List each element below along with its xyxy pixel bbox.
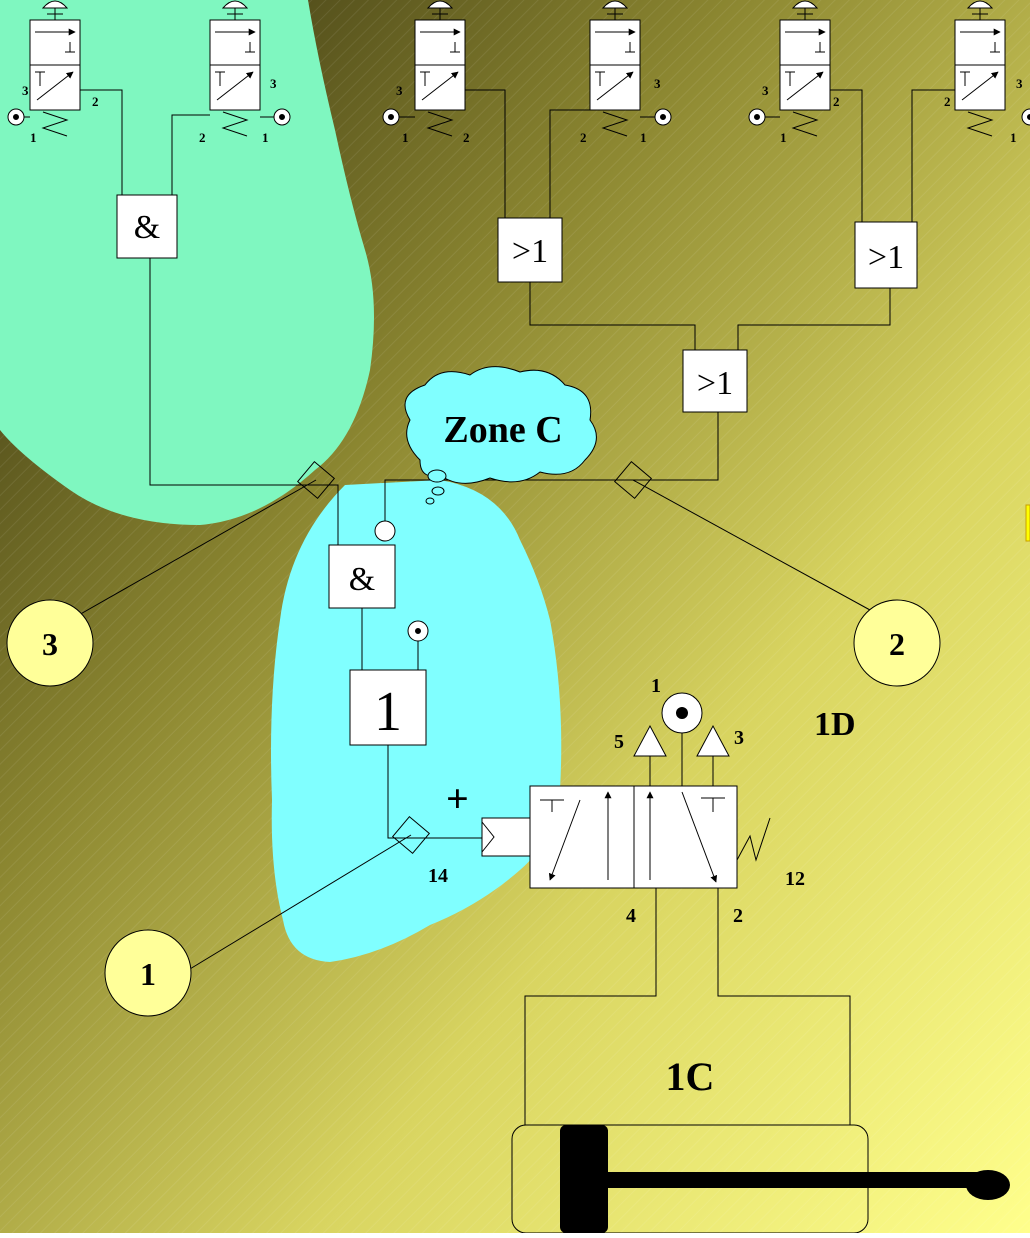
valve-5-port-2: 2 (833, 94, 840, 109)
valve-3-port-1: 1 (402, 130, 409, 145)
and-gate-top-label: & (134, 209, 160, 246)
valve-5-port-1: 1 (780, 130, 787, 145)
valve-1-port-2: 2 (92, 94, 99, 109)
cylinder-piston (560, 1125, 608, 1233)
edge-marker (1026, 505, 1030, 541)
main-port-5: 5 (614, 731, 624, 753)
valve-2-port-1: 1 (262, 130, 269, 145)
callout-2-label: 2 (889, 626, 905, 662)
cylinder-rod (606, 1172, 978, 1188)
valve-3-port-2: 2 (463, 130, 470, 145)
negation-circle (375, 521, 395, 541)
spring-port-12: 12 (785, 868, 805, 890)
valve-6-port-1: 1 (1010, 130, 1017, 145)
cylinder-id: 1C (666, 1054, 715, 1099)
and-gate-bottom-label: & (349, 561, 375, 598)
main-valve-id: 1D (814, 706, 856, 743)
main-port-3: 3 (734, 727, 744, 749)
valve-6-port-2: 2 (944, 94, 951, 109)
pilot-port-14: 14 (428, 865, 448, 887)
main-port-1: 1 (651, 675, 661, 697)
or-gate-left-label: >1 (512, 233, 548, 270)
callout-3-label: 3 (42, 626, 58, 662)
valve-5-port-3: 3 (762, 83, 769, 98)
valve-2-port-3: 3 (270, 76, 277, 91)
pilot-plus-sign: + (446, 776, 469, 821)
memory-block-label: 1 (374, 681, 402, 743)
zone-c-label: Zone C (443, 409, 562, 451)
valve-4-port-1: 1 (640, 130, 647, 145)
valve-2-port-2: 2 (199, 130, 206, 145)
valve-1-port-1: 1 (30, 130, 37, 145)
pilot-actuator (482, 818, 530, 856)
valve-3-port-3: 3 (396, 83, 403, 98)
valve-1-port-3: 3 (22, 83, 29, 98)
or-gate-center-label: >1 (697, 365, 733, 402)
or-gate-right-label: >1 (868, 239, 904, 276)
valve-6-port-3: 3 (1016, 76, 1023, 91)
valve-4-port-3: 3 (654, 76, 661, 91)
valve-square-left (530, 786, 634, 888)
valve-4-port-2: 2 (580, 130, 587, 145)
callout-1-label: 1 (140, 956, 156, 992)
rod-end (966, 1170, 1010, 1200)
main-port-2: 2 (733, 905, 743, 927)
main-port-4: 4 (626, 905, 636, 927)
